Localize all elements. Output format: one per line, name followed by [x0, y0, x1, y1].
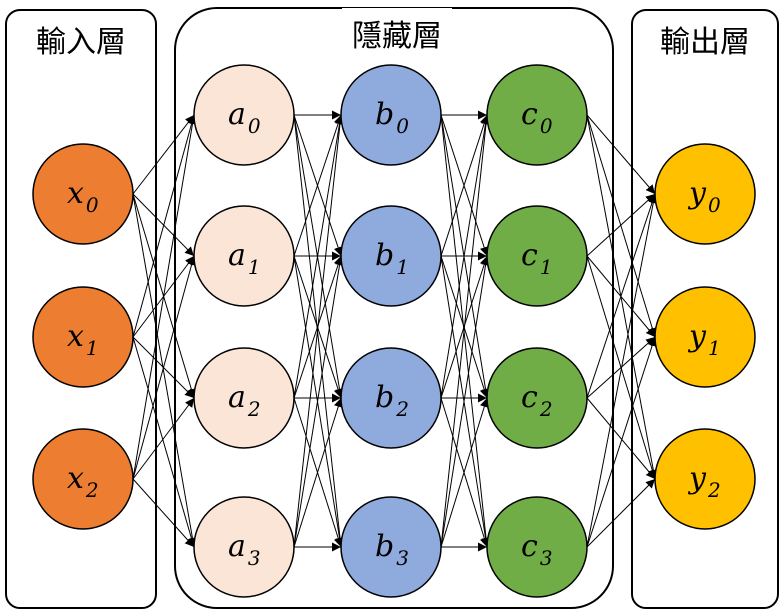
connection-edges — [132, 110, 658, 552]
node-subscript: 1 — [248, 255, 261, 279]
node-circle — [486, 205, 588, 307]
edge-a3-b0 — [293, 114, 345, 548]
edge-x2-a2 — [132, 397, 195, 480]
node-circle — [654, 286, 756, 388]
node-subscript: 2 — [85, 478, 99, 502]
edge-b3-c2 — [440, 397, 489, 548]
node-circle — [32, 286, 134, 388]
edge-c2-y2 — [586, 397, 656, 480]
edge-x2-a3 — [132, 478, 195, 548]
edge-x0-a0 — [132, 114, 195, 195]
edge-c3-y1 — [586, 336, 657, 548]
edge-a3-b2 — [293, 397, 343, 548]
edge-x1-a0 — [132, 114, 196, 338]
node-subscript: 1 — [540, 255, 553, 279]
edge-c1-y0 — [586, 193, 656, 257]
node-subscript: 0 — [396, 114, 409, 138]
node-subscript: 1 — [86, 336, 99, 360]
node-subscript: 2 — [539, 397, 553, 421]
edge-a1-b0 — [293, 114, 343, 257]
edge-x0-a3 — [132, 193, 197, 548]
node-circle — [654, 428, 756, 530]
output-layer-title: 輸出層 — [660, 25, 750, 60]
node-subscript: 0 — [248, 114, 261, 138]
edge-b1-c0 — [440, 114, 489, 257]
node-circle — [340, 64, 442, 166]
node-subscript: 1 — [396, 255, 409, 279]
node-circle — [654, 143, 756, 245]
node-circle — [193, 496, 295, 598]
node-circle — [32, 143, 134, 245]
node-circle — [193, 64, 295, 166]
edge-b3-c1 — [440, 255, 491, 548]
node-circle — [340, 496, 442, 598]
node-circle — [340, 347, 442, 449]
node-circle — [193, 347, 295, 449]
edge-x2-a0 — [132, 114, 197, 480]
edge-a2-b0 — [293, 114, 344, 399]
edge-x2-a1 — [132, 255, 196, 480]
node-subscript: 2 — [707, 478, 721, 502]
node-circle — [32, 428, 134, 530]
edge-b3-c0 — [440, 114, 491, 548]
node-subscript: 2 — [395, 397, 409, 421]
input-layer-title: 輸入層 — [36, 25, 126, 60]
edge-b2-c0 — [440, 114, 490, 399]
node-subscript: 3 — [396, 546, 409, 570]
edge-c0-y1 — [586, 114, 657, 338]
input-layer-panel — [5, 9, 157, 609]
edge-c0-y0 — [586, 114, 656, 195]
node-circle — [486, 347, 588, 449]
node-subscript: 0 — [708, 193, 721, 217]
edge-c2-y0 — [586, 193, 657, 399]
node-subscript: 0 — [86, 193, 99, 217]
node-circle — [193, 205, 295, 307]
node-subscript: 2 — [247, 397, 261, 421]
node-subscript: 0 — [540, 114, 553, 138]
edge-a3-b1 — [293, 255, 345, 548]
node-subscript: 3 — [540, 546, 553, 570]
node-circle — [486, 64, 588, 166]
node-subscript: 3 — [248, 546, 261, 570]
node-circle — [486, 496, 588, 598]
node-circle — [340, 205, 442, 307]
hidden-title-backdrop — [342, 8, 452, 52]
edge-x1-a3 — [132, 336, 196, 548]
edge-c3-y0 — [586, 193, 658, 548]
edge-c3-y2 — [586, 478, 656, 548]
node-subscript: 1 — [708, 336, 721, 360]
hidden-layer-title: 隱藏層 — [352, 19, 442, 54]
edge-c2-y1 — [586, 336, 656, 399]
